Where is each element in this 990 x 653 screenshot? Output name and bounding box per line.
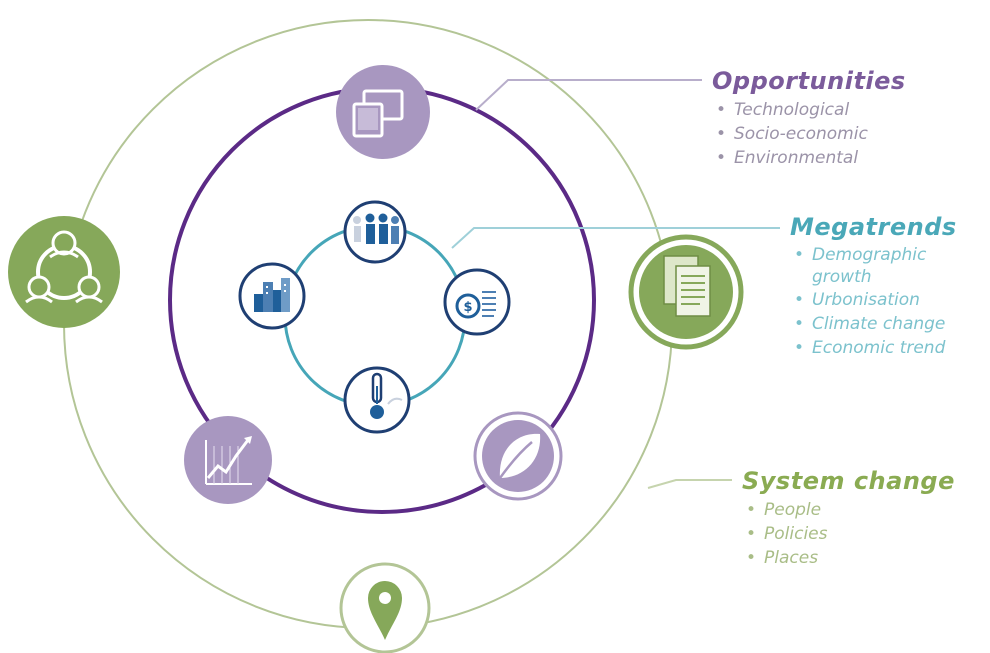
devices-icon [336,65,430,159]
opportunities-list: Technological Socio-economic Environment… [712,98,906,170]
opportunities-heading: Opportunities [712,67,906,95]
growth-chart-icon [184,416,272,504]
megatrends-label: Megatrends Demographic growth Urbonisati… [790,212,962,360]
list-item: Urbonisation [790,288,962,312]
system-change-list: People Policies Places [742,498,955,570]
list-item: Policies [742,522,955,546]
megatrends-connector [451,227,780,249]
system-change-label: System change People Policies Places [742,466,955,570]
location-pin-icon [339,562,431,653]
population-icon [343,200,407,264]
list-item: Demographic growth [790,244,962,288]
opportunities-label: Opportunities Technological Socio-econom… [712,66,906,170]
city-buildings-icon [238,262,306,330]
list-item: People [742,498,955,522]
list-item: Technological [712,98,906,122]
opportunities-connector [475,79,702,111]
system-change-heading: System change [742,467,955,495]
list-item: Economic trend [790,336,962,360]
megatrends-list: Demographic growth Urbonisation Climate … [790,244,962,360]
money-icon: $ [443,268,511,336]
list-item: Places [742,546,955,570]
svg-text:$: $ [463,300,472,315]
documents-icon [628,234,744,350]
system-change-connector [647,479,732,489]
megatrends-heading: Megatrends [790,213,957,241]
thermometer-icon [343,366,411,434]
list-item: Socio-economic [712,122,906,146]
list-item: Environmental [712,146,906,170]
list-item: Climate change [790,312,962,336]
leaf-icon [473,411,563,501]
people-network-icon [8,216,120,328]
